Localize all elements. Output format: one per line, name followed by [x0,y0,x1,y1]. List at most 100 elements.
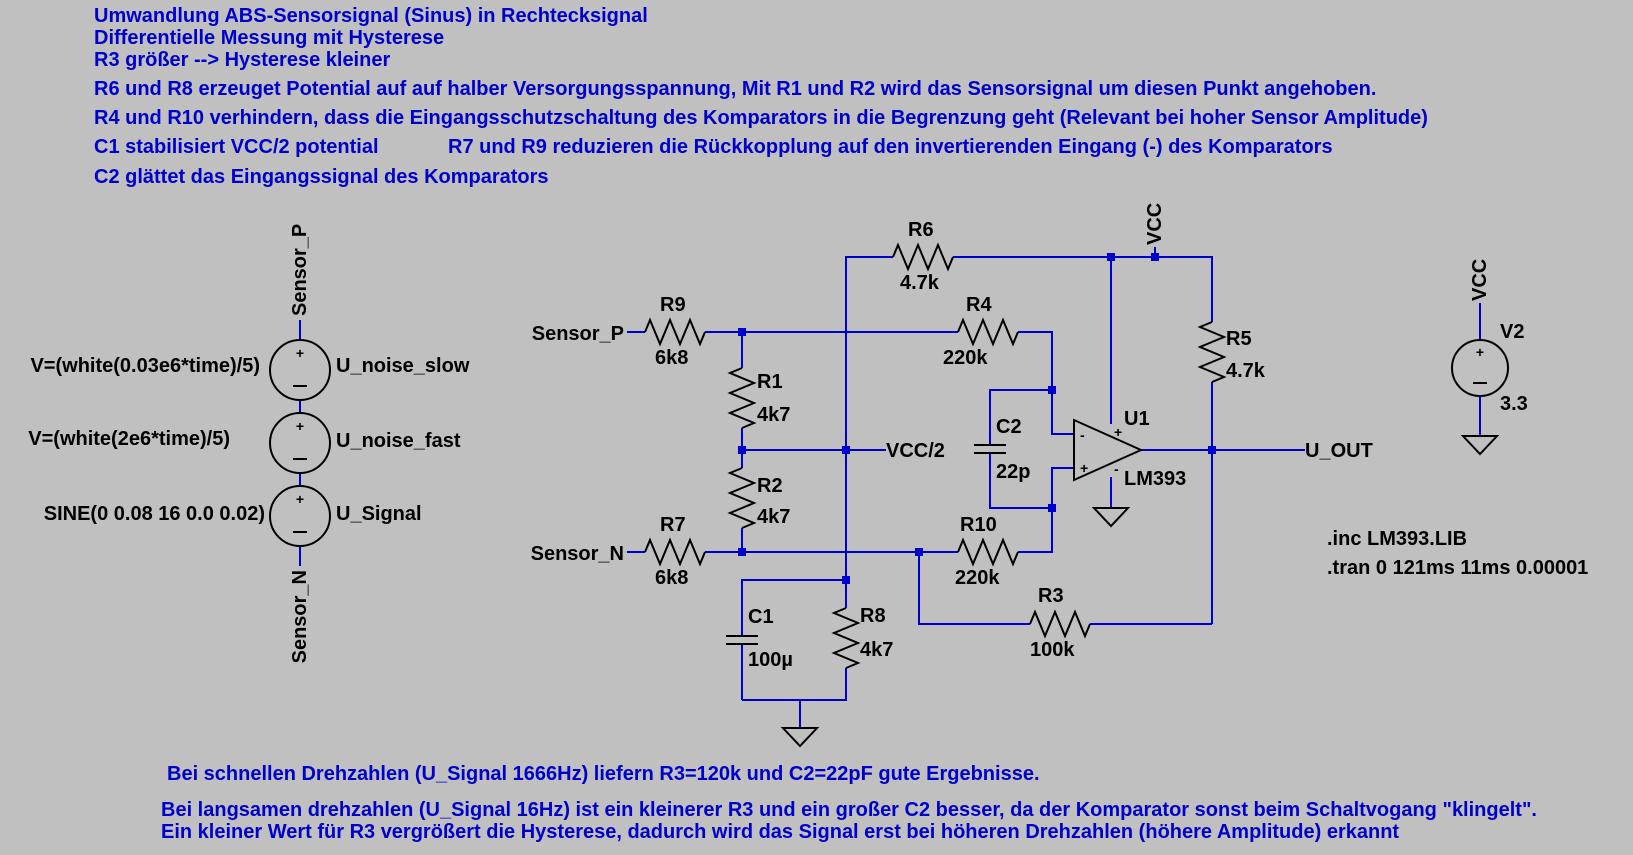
resistor-r10 [957,537,1019,567]
voltage-source-signal: + [269,485,331,547]
ground-symbol [1460,435,1500,456]
note-feedback: R7 und R9 reduzieren die Rückkopplung au… [448,136,1333,158]
net-label-sensor-p-left: Sensor_P [289,224,311,316]
component-value-r7: 6k8 [655,567,688,589]
resistors [644,242,1227,669]
note-title: Umwandlung ABS-Sensorsignal (Sinus) in R… [94,5,648,27]
wire [1051,467,1074,508]
wire [953,256,1213,322]
junction-dot [1107,253,1115,261]
note-c1: C1 stabilisiert VCC/2 potential [94,136,379,158]
wire [845,256,893,580]
component-name-r10: R10 [960,514,997,536]
resistor-r2 [727,467,757,529]
source-stack: + + + Sensor_P Sensor_N V=(white(0.03e6*… [28,224,470,664]
svg-text:+: + [1476,344,1484,360]
comparator-plus-label: + [1080,460,1088,476]
component-value-r4: 220k [943,347,988,369]
junction-dot [1151,253,1159,261]
wire [918,552,1030,625]
source-value-v2: 3.3 [1500,393,1528,415]
resistor-r6 [892,242,954,272]
component-name-u1: U1 [1124,408,1150,430]
net-label-sensor-n-left: Sensor_N [289,570,311,663]
capacitor-c1 [726,635,758,645]
note-small-r3: Ein kleiner Wert für R3 vergrößert die H… [161,821,1399,843]
resistor-r3 [1029,609,1091,639]
component-name-r7: R7 [660,514,686,536]
net-labels: Sensor_P Sensor_N VCC/2 U_OUT VCC VCC [531,203,1491,565]
note-fast: Bei schnellen Drehzahlen (U_Signal 1666H… [167,763,1040,785]
annotation-notes: Umwandlung ABS-Sensorsignal (Sinus) in R… [94,5,1537,843]
resistor-r7 [644,537,706,567]
component-value-r6: 4.7k [900,272,940,294]
ground-symbol [1091,507,1131,528]
component-value-r10: 220k [955,567,1000,589]
svg-text:+: + [296,491,304,507]
component-name-r9: R9 [660,294,686,316]
spice-directives: .inc LM393.LIB .tran 0 121ms 11ms 0.0000… [1327,528,1588,579]
svg-text:+: + [296,345,304,361]
wire [741,579,846,636]
resistor-r9 [644,317,706,347]
capacitors [726,444,1006,645]
source-value-noise-slow: V=(white(0.03e6*time)/5) [30,355,260,377]
comparator-minus-label: - [1080,427,1085,443]
junction-dot [738,446,746,454]
junction-dot [842,446,850,454]
note-protection: R4 und R10 verhindern, dass die Eingangs… [94,107,1428,129]
component-value-u1: LM393 [1124,468,1186,490]
component-name-r3: R3 [1038,585,1064,607]
directive-tran: .tran 0 121ms 11ms 0.00001 [1327,557,1588,579]
component-labels: R9 6k8 R7 6k8 R1 4k7 R2 4k7 R6 4.7k R4 2… [655,219,1528,671]
component-value-r5: 4.7k [1226,360,1266,382]
voltage-source-noise-fast: + [269,412,331,474]
net-label-vcc: VCC [1144,203,1166,245]
capacitor-c2 [974,444,1006,454]
net-label-u-out: U_OUT [1305,440,1373,462]
resistor-r5 [1197,321,1227,383]
wire [742,668,847,701]
component-value-r1: 4k7 [757,404,790,426]
comparator-supply-minus: - [1114,461,1119,477]
source-value-noise-fast: V=(white(2e6*time)/5) [28,428,230,450]
component-name-r5: R5 [1226,328,1252,350]
wire [1018,508,1053,553]
resistor-r8 [831,607,861,669]
wire [1051,390,1074,435]
net-label-sensor-n: Sensor_N [531,543,624,565]
note-slow: Bei langsamen drehzahlen (U_Signal 16Hz)… [161,799,1537,821]
ground-symbols [780,435,1500,748]
junction-dot [738,548,746,556]
source-name-noise-fast: U_noise_fast [336,430,461,452]
net-label-sensor-p: Sensor_P [532,323,624,345]
junction-dot [1208,446,1216,454]
note-bias: R6 und R8 erzeuget Potential auf auf hal… [94,78,1376,100]
net-label-vcc-half: VCC/2 [886,440,945,462]
junction-dot [738,328,746,336]
component-name-r4: R4 [966,294,992,316]
component-name-r2: R2 [757,475,783,497]
component-name-c1: C1 [748,606,774,628]
junction-dot [1048,386,1056,394]
net-label-vcc-v2: VCC [1469,259,1491,301]
junction-dot [1048,504,1056,512]
junction-dot [842,576,850,584]
component-value-r3: 100k [1030,639,1075,661]
component-value-r2: 4k7 [757,506,790,528]
component-value-r9: 6k8 [655,347,688,369]
source-name-signal: U_Signal [336,503,422,525]
comparator-supply-plus: + [1114,424,1122,440]
source-name-noise-slow: U_noise_slow [336,355,470,377]
wire [1018,331,1053,390]
component-value-c1: 100µ [748,649,793,671]
junction-dot [915,548,923,556]
resistor-r1 [727,367,757,429]
component-name-c2: C2 [996,416,1022,438]
component-name-r8: R8 [860,605,886,627]
component-name-r6: R6 [908,219,934,241]
circuit-wires [627,247,1305,728]
component-value-r8: 4k7 [860,639,893,661]
ground-symbol [780,727,820,748]
note-hysteresis: R3 größer --> Hysterese kleiner [94,49,390,71]
